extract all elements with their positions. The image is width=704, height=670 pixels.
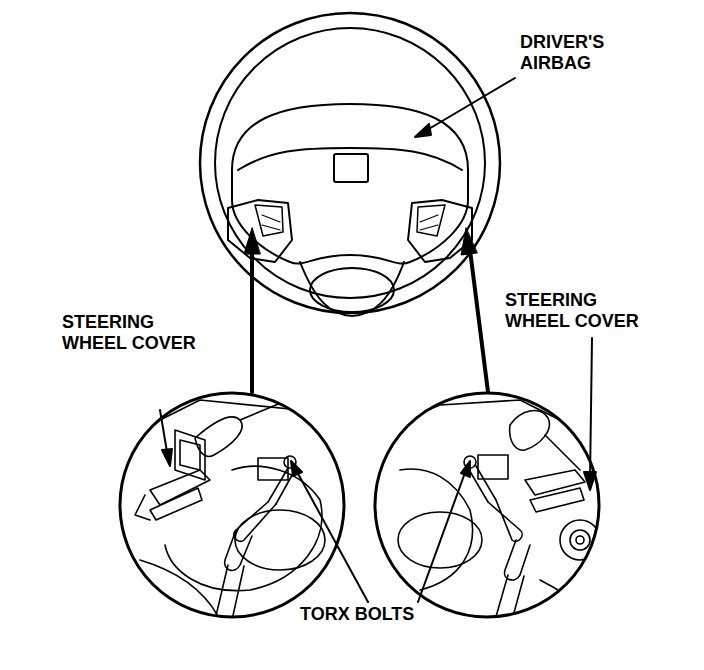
part-label: STEERING WHEEL COVER (62, 312, 202, 354)
part-label: DRIVER'S AIRBAG (520, 32, 640, 74)
steering-wheel (200, 13, 500, 316)
pointer-arrow (244, 228, 488, 392)
detail-view (120, 393, 345, 620)
detail-view (375, 338, 600, 620)
leader-line (291, 461, 470, 602)
part-label: STEERING WHEEL COVER (505, 290, 645, 332)
leader-line (415, 78, 515, 137)
part-label: TORX BOLTS (300, 604, 414, 625)
